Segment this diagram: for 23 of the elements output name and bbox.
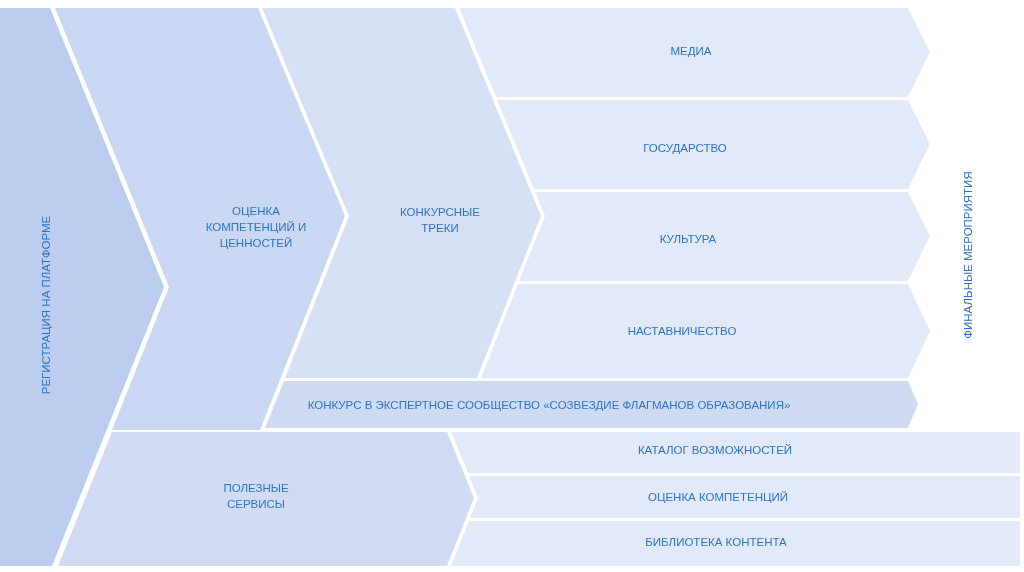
chevron-step	[0, 8, 164, 566]
step-label: ГОСУДАРСТВО	[643, 141, 727, 156]
step-label: НАСТАВНИЧЕСТВО	[627, 324, 737, 339]
arrow-band	[497, 100, 930, 189]
step-label: КОНКУРС В ЭКСПЕРТНОЕ СООБЩЕСТВО «СОЗВЕЗДИЕ ФЛАГМАНОВ ОБРАЗОВАНИЯ»	[307, 398, 791, 413]
step-label: КУЛЬТУРА	[659, 232, 717, 247]
step-label: РЕГИСТРАЦИЯ НА ПЛАТФОРМЕ	[39, 215, 53, 395]
step-label: ПОЛЕЗНЫЕ СЕРВИСЫ	[222, 481, 290, 512]
service-band	[451, 521, 1020, 566]
arrow-band	[459, 8, 930, 97]
step-label: МЕДИА	[670, 44, 712, 59]
arrow-band	[519, 192, 930, 281]
arrow-band	[265, 381, 918, 428]
chevron-step	[58, 432, 474, 566]
step-label: КАТАЛОГ ВОЗМОЖНОСТЕЙ	[637, 443, 793, 458]
step-label: ОЦЕНКА КОМПЕТЕНЦИЙ	[647, 490, 789, 505]
service-band	[469, 476, 1020, 518]
service-band	[451, 432, 1020, 473]
arrow-band	[481, 284, 930, 378]
step-label: ОЦЕНКА КОМПЕТЕНЦИЙ И ЦЕННОСТЕЙ	[204, 204, 308, 251]
step-label: БИБЛИОТЕКА КОНТЕНТА	[645, 535, 787, 550]
vertical-label: ФИНАЛЬНЫЕ МЕРОПРИЯТИЯ	[961, 171, 975, 339]
step-label: КОНКУРСНЫЕ ТРЕКИ	[399, 205, 481, 236]
